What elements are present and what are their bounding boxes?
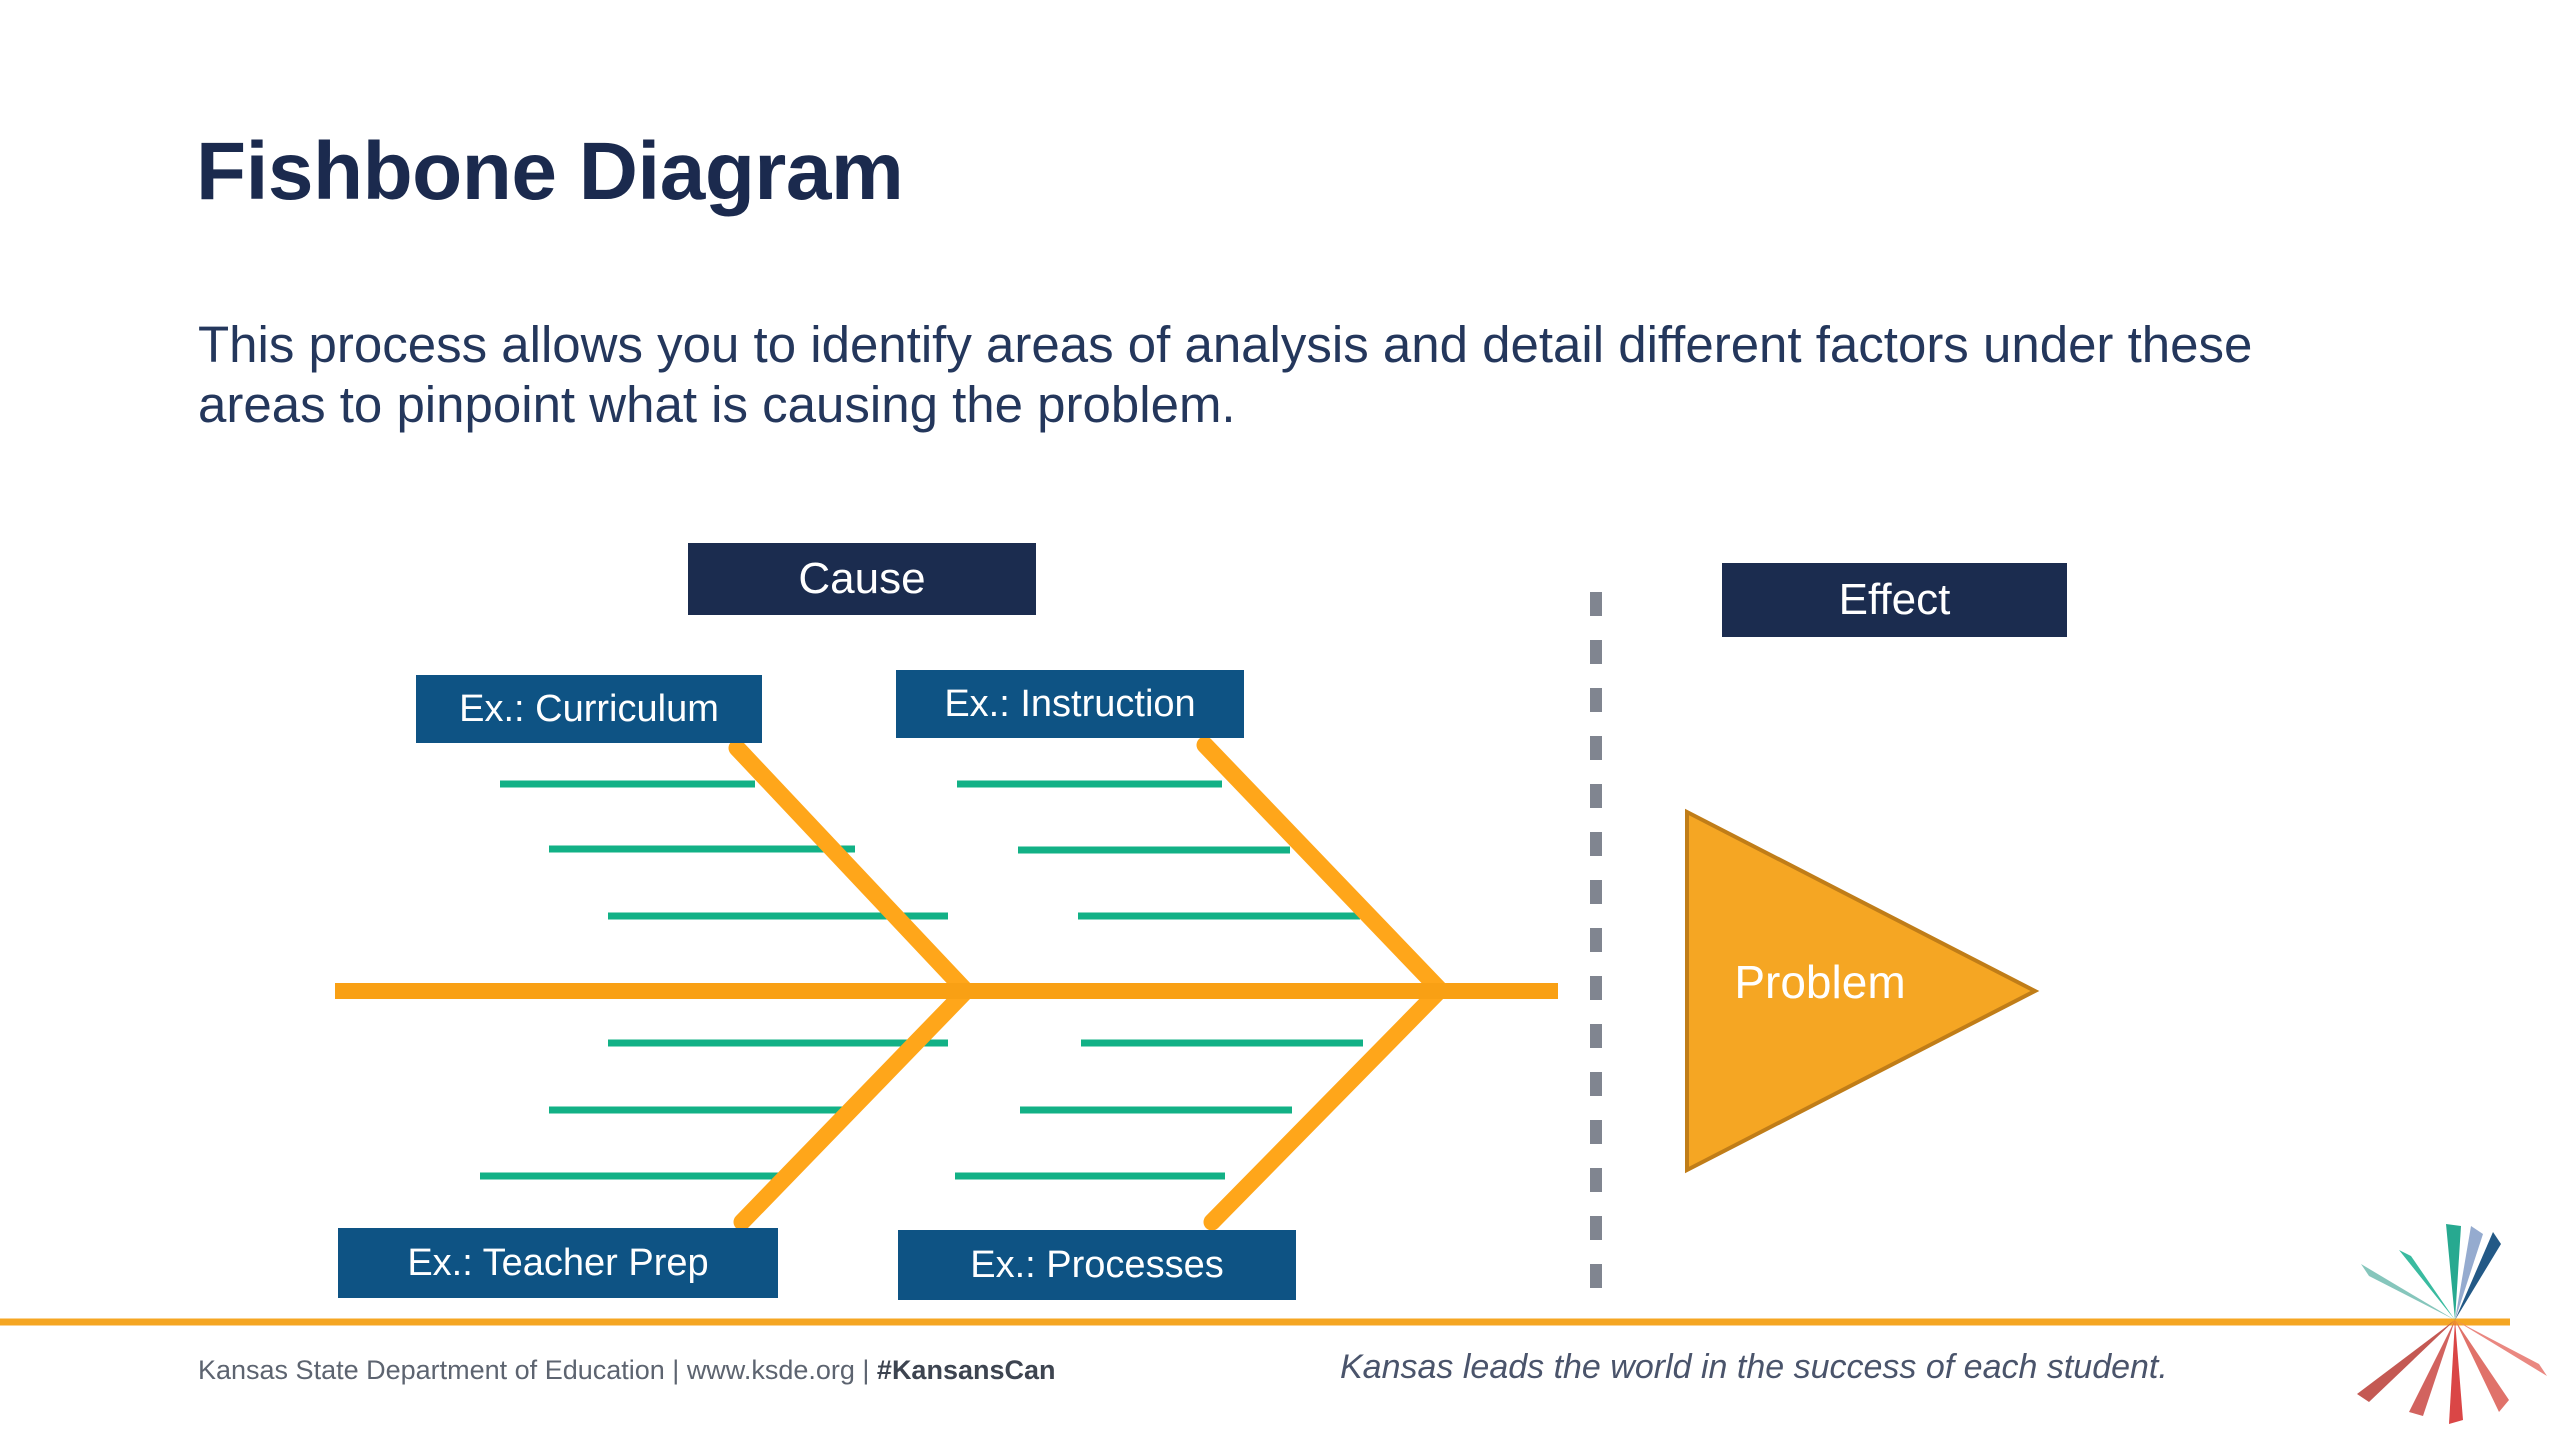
category-box-curriculum[interactable]: Ex.: Curriculum — [416, 675, 762, 743]
bone-instruction — [1196, 736, 1449, 999]
sub-bone-group-teacher-prep — [480, 1039, 948, 1180]
footer-separator-2: | — [854, 1355, 877, 1385]
bone-group — [728, 736, 1449, 1231]
ksde-starburst-logo — [2357, 1224, 2547, 1424]
page-title: Fishbone Diagram — [196, 126, 904, 217]
footer-separator-1: | — [664, 1355, 687, 1385]
problem-triangle — [1685, 808, 2040, 1174]
bone-curriculum — [728, 739, 974, 999]
category-box-processes[interactable]: Ex.: Processes — [898, 1230, 1296, 1300]
bone-teacher-prep — [733, 983, 974, 1231]
sub-bone-group-processes — [955, 1039, 1363, 1180]
footer-credits: Kansas State Department of Education | w… — [198, 1355, 1056, 1386]
cause-header-box[interactable]: Cause — [688, 543, 1036, 615]
effect-header-box[interactable]: Effect — [1722, 563, 2067, 637]
category-box-instruction[interactable]: Ex.: Instruction — [896, 670, 1244, 738]
footer-website[interactable]: www.ksde.org — [686, 1355, 855, 1385]
footer-hashtag[interactable]: #KansansCan — [876, 1355, 1056, 1385]
category-box-teacher-prep[interactable]: Ex.: Teacher Prep — [338, 1228, 778, 1298]
bone-processes — [1203, 983, 1447, 1231]
sub-bone-group-instruction — [957, 780, 1360, 920]
page-subtitle: This process allows you to identify area… — [198, 316, 2253, 433]
footer-tagline: Kansas leads the world in the success of… — [1340, 1348, 2168, 1386]
footer-org: Kansas State Department of Education — [198, 1355, 665, 1385]
